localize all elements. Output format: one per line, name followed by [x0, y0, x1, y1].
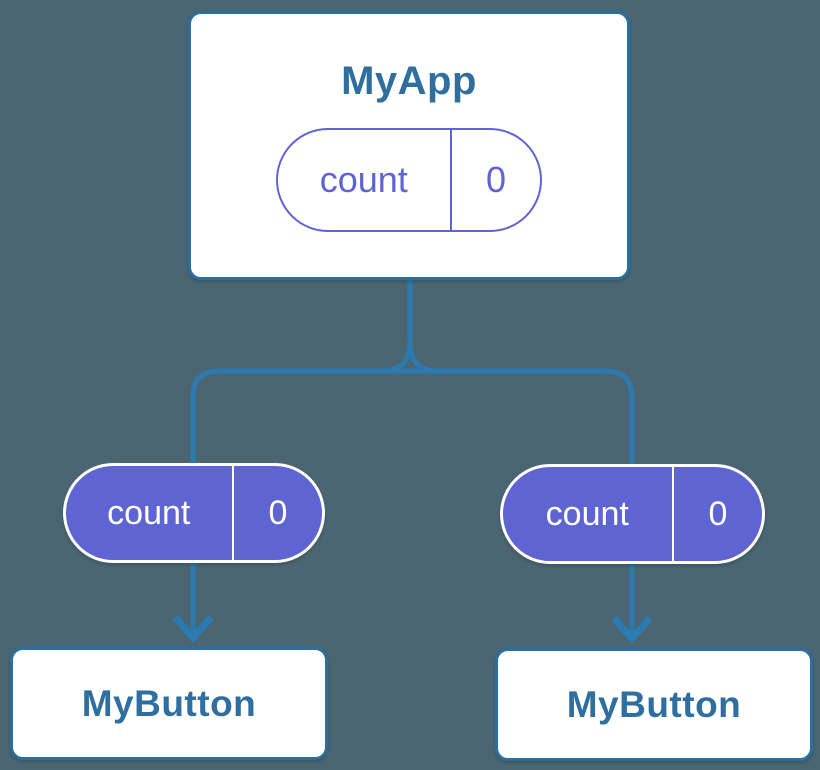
arrowhead-right-icon: [611, 615, 653, 645]
arrowhead-left-icon: [172, 614, 214, 644]
prop-pill-divider: [231, 466, 234, 560]
connector-trunk-left-flare: [380, 279, 413, 374]
component-title-myapp: MyApp: [341, 59, 477, 103]
state-pill-value: 0: [485, 159, 507, 200]
prop-pill-right: count 0: [500, 464, 765, 564]
prop-pill-value: 0: [268, 493, 288, 532]
component-node-mybutton-left: MyButton: [10, 647, 328, 760]
prop-pill-name: count: [107, 493, 191, 532]
component-node-myapp: MyApp count 0: [188, 11, 630, 280]
component-title-mybutton-right: MyButton: [566, 683, 742, 725]
connector-trunk-right-flare: [407, 279, 440, 374]
prop-pill-divider: [671, 467, 674, 561]
state-pill-divider: [449, 130, 452, 230]
state-pill-myapp: count 0: [276, 128, 542, 232]
component-node-mybutton-right: MyButton: [495, 648, 813, 761]
prop-pill-name: count: [545, 494, 629, 533]
component-title-mybutton-left: MyButton: [81, 682, 257, 724]
connector-crossbar: [190, 368, 635, 465]
state-pill-name: count: [319, 159, 408, 200]
prop-pill-left: count 0: [63, 463, 325, 563]
prop-pill-value: 0: [708, 494, 728, 533]
